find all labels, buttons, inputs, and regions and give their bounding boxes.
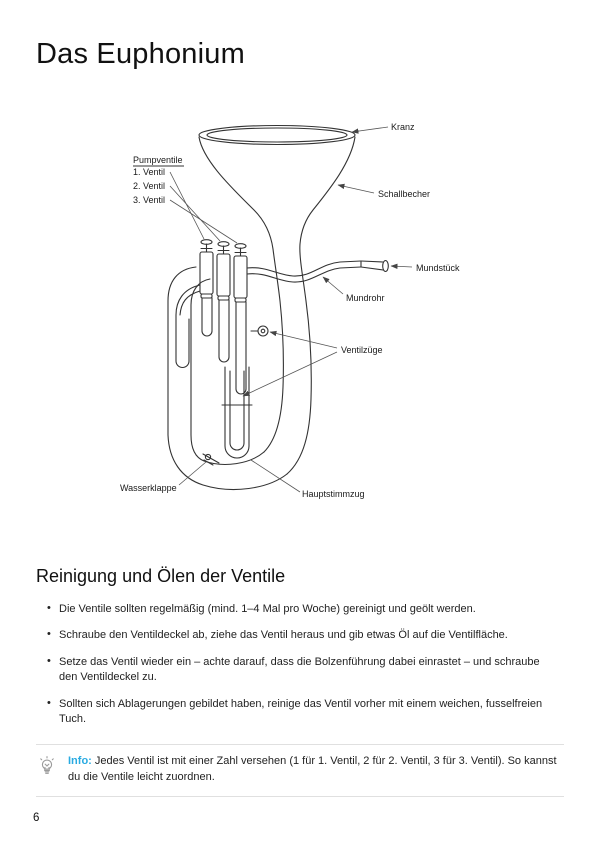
bell-rim-inner xyxy=(206,127,348,143)
valve-button-2 xyxy=(217,241,230,247)
label-ventil-3: 3. Ventil xyxy=(133,195,165,205)
label-ventilzuege: Ventilzüge xyxy=(341,345,383,355)
left-tube-inner xyxy=(190,278,211,306)
valve-knob-inner xyxy=(260,328,266,334)
label-wasserklappe: Wasserklappe xyxy=(120,483,177,493)
bottom-bow-outer xyxy=(167,300,288,490)
valve-slide-2 xyxy=(218,299,230,363)
leader-ventilzuege-2 xyxy=(242,351,338,397)
page-number: 6 xyxy=(33,812,40,824)
valve-casing-3 xyxy=(233,255,248,299)
leader-ventil-3 xyxy=(169,199,238,244)
main-slide-outer xyxy=(224,366,250,459)
info-label: Info: xyxy=(68,755,92,767)
valve-knob-outer xyxy=(257,325,269,337)
diagram-labels: Kranz Pumpventile 1. Ventil 2. Ventil 3.… xyxy=(120,122,460,499)
section-heading: Reinigung und Ölen der Ventile xyxy=(36,566,286,586)
label-hauptstimmzug: Hauptstimmzug xyxy=(302,489,365,499)
mouthpiece-shank-bottom xyxy=(360,266,384,271)
bell-rim-outer xyxy=(198,124,356,146)
bullet-text: Schraube den Ventildeckel ab, ziehe das … xyxy=(59,629,508,642)
bullet-text: Die Ventile sollten regelmäßig (mind. 1–… xyxy=(59,603,476,615)
info-text: Jedes Ventil ist mit einer Zahl versehen… xyxy=(68,755,557,783)
leader-hauptstimmzug xyxy=(250,459,301,493)
leader-ventil-2 xyxy=(169,185,221,242)
valve-bottom-cap-1 xyxy=(200,293,213,299)
leader-mundrohr xyxy=(322,276,344,295)
valve-bottom-cap-3 xyxy=(234,297,247,303)
list-item: Setze das Ventil wieder ein – achte dara… xyxy=(46,654,560,686)
diagram-leader-lines xyxy=(133,126,413,493)
body-right-inner xyxy=(263,248,284,453)
euphonium-drawing xyxy=(167,124,389,490)
leader-mundstueck xyxy=(390,263,413,270)
label-mundrohr: Mundrohr xyxy=(346,293,385,303)
valve-casing-2 xyxy=(216,253,231,297)
connector-tube-lower xyxy=(179,290,201,316)
info-box: Info: Jedes Ventil ist mit einer Zahl ve… xyxy=(36,744,564,797)
leader-schallbecher xyxy=(337,183,375,194)
bullet-text: Sollten sich Ablagerungen gebildet haben… xyxy=(59,697,543,725)
label-kranz: Kranz xyxy=(391,122,415,132)
bell-flare-right xyxy=(299,136,356,245)
left-tube-outer xyxy=(167,266,197,302)
label-mundstueck: Mundstück xyxy=(416,263,460,273)
list-item: Die Ventile sollten regelmäßig (mind. 1–… xyxy=(46,601,560,617)
label-schallbecher: Schallbecher xyxy=(378,189,430,199)
valve-button-3 xyxy=(234,243,247,249)
valve-slide-3 xyxy=(235,301,247,395)
list-item: Schraube den Ventildeckel ab, ziehe das … xyxy=(46,627,560,643)
list-item: Sollten sich Ablagerungen gebildet haben… xyxy=(46,696,560,728)
lightbulb-icon xyxy=(36,755,58,782)
bell-flare-left xyxy=(198,136,274,250)
body-right-outer xyxy=(286,243,312,475)
leader-kranz xyxy=(351,126,389,134)
leader-ventil-1 xyxy=(169,171,205,240)
main-slide-inner xyxy=(229,370,245,451)
mouthpiece-rim xyxy=(382,259,389,273)
valve-button-1 xyxy=(200,239,213,245)
euphonium-diagram-svg: Kranz Pumpventile 1. Ventil 2. Ventil 3.… xyxy=(120,122,460,499)
leader-wasserklappe xyxy=(178,461,207,486)
mouthpiece-shank-top xyxy=(360,260,384,263)
euphonium-diagram: Kranz Pumpventile 1. Ventil 2. Ventil 3.… xyxy=(0,105,600,545)
connector-tube-upper xyxy=(175,284,201,316)
label-ventil-1: 1. Ventil xyxy=(133,167,165,177)
valve-slide-1 xyxy=(201,297,213,337)
left-slide-loop xyxy=(175,314,190,369)
leader-ventilzuege-1 xyxy=(269,330,338,349)
leadpipe-lower xyxy=(246,266,362,283)
valve-casing-1 xyxy=(199,251,214,295)
leadpipe-upper xyxy=(246,260,362,277)
bullet-text: Setze das Ventil wieder ein – achte dara… xyxy=(59,655,540,684)
bullet-list: Die Ventile sollten regelmäßig (mind. 1–… xyxy=(46,601,560,738)
label-pumpventile: Pumpventile xyxy=(133,155,183,165)
valve-bottom-cap-2 xyxy=(217,295,230,301)
page-title: Das Euphonium xyxy=(36,38,245,70)
info-paragraph: Info: Jedes Ventil ist mit einer Zahl ve… xyxy=(68,754,564,786)
label-ventil-2: 2. Ventil xyxy=(133,181,165,191)
water-key-hinge xyxy=(204,453,212,461)
water-key-spring xyxy=(203,459,214,466)
bottom-bow-inner xyxy=(190,304,265,465)
